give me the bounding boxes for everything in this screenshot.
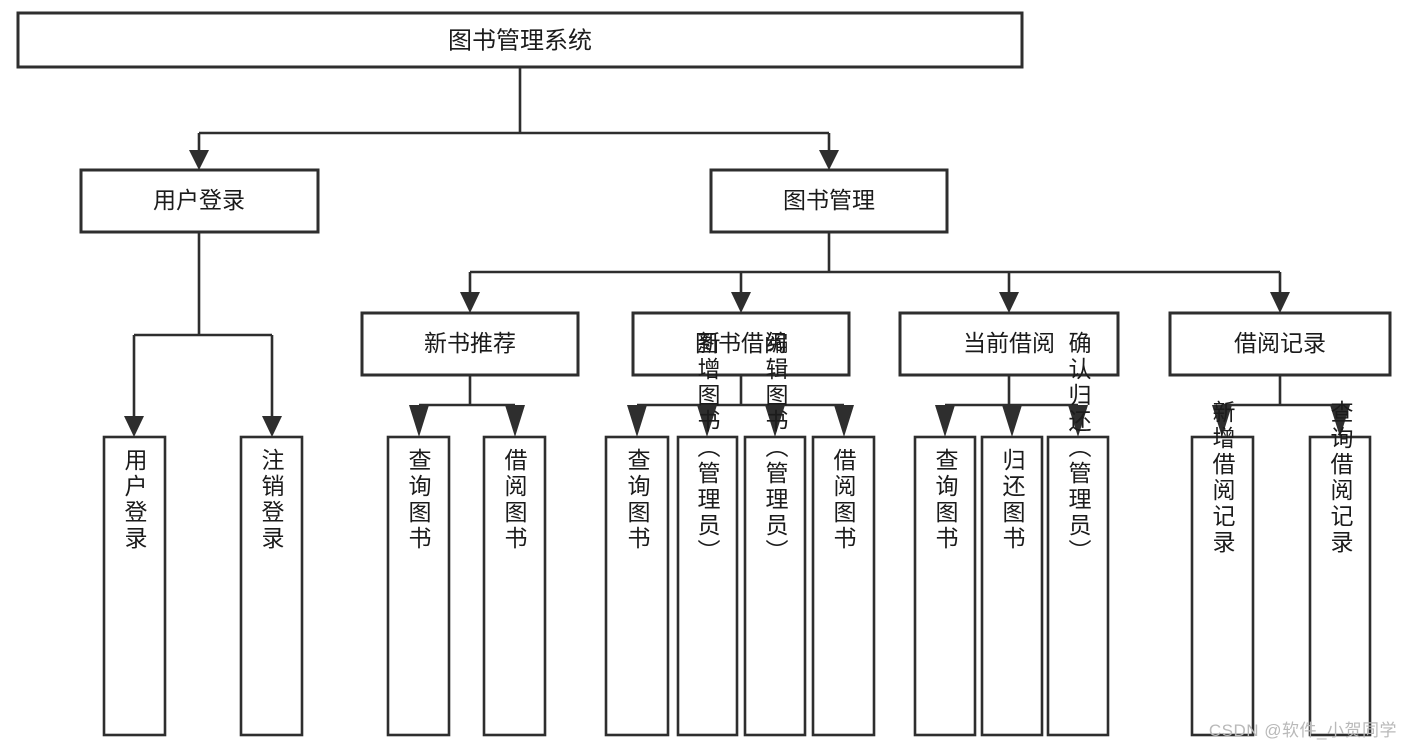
node-borrow-record[interactable]: 借阅记录: [1168, 311, 1392, 377]
connector-layer: [124, 67, 1350, 437]
book-borrow-box[interactable]: [631, 311, 851, 377]
arrow-to-book-borrow: [731, 292, 751, 313]
arrow-to-leaf-borrow-book-2: [834, 405, 854, 437]
arrow-to-leaf-confirm-return: [1068, 405, 1088, 437]
leaf-query-book-newbook-box[interactable]: [386, 435, 451, 737]
arrow-to-leaf-add-book: [697, 405, 717, 437]
leaf-confirm-return-admin-box[interactable]: [1046, 435, 1110, 737]
user-login-module-box[interactable]: [79, 168, 320, 234]
node-root-system[interactable]: 图书管理系统: [16, 11, 1024, 69]
new-book-recommend-label: 新书推荐: [424, 330, 516, 356]
node-leaf-confirm-return-admin[interactable]: 确认归还（管理员）: [1046, 331, 1110, 737]
leaf-add-book-admin-label: 新增图书（管理员）: [694, 331, 721, 565]
node-leaf-query-book-borrow[interactable]: 查询图书: [604, 435, 670, 737]
leaf-query-book-current-label: 查询图书: [932, 448, 959, 552]
leaf-borrow-book-borrow-box[interactable]: [811, 435, 876, 737]
node-book-management-module[interactable]: 图书管理: [709, 168, 949, 234]
leaf-query-book-newbook-label: 查询图书: [405, 448, 432, 552]
leaf-query-book-current-box[interactable]: [913, 435, 977, 737]
current-borrow-label: 当前借阅: [963, 330, 1055, 356]
arrow-to-leaf-edit-book: [765, 405, 785, 437]
arrow-to-current-borrow: [999, 292, 1019, 313]
node-leaf-query-book-current[interactable]: 查询图书: [913, 435, 977, 737]
leaf-add-borrow-record-label: 新增借阅记录: [1209, 400, 1236, 556]
leaf-logout-login-label: 注销登录: [258, 448, 285, 552]
new-book-recommend-box[interactable]: [360, 311, 580, 377]
book-management-module-box[interactable]: [709, 168, 949, 234]
borrow-record-label: 借阅记录: [1234, 330, 1326, 356]
leaf-logout-login-box[interactable]: [239, 435, 304, 737]
node-leaf-return-book[interactable]: 归还图书: [980, 435, 1044, 737]
node-current-borrow[interactable]: 当前借阅: [898, 311, 1120, 377]
borrow-record-box[interactable]: [1168, 311, 1392, 377]
node-user-login-module[interactable]: 用户登录: [79, 168, 320, 234]
arrow-to-book-management: [819, 150, 839, 170]
leaf-edit-book-admin-box[interactable]: [743, 435, 807, 737]
leaf-borrow-book-newbook-label: 借阅图书: [501, 448, 528, 552]
node-leaf-user-login[interactable]: 用户登录: [102, 435, 167, 737]
user-login-module-label: 用户登录: [153, 187, 245, 213]
leaf-borrow-book-newbook-box[interactable]: [482, 435, 547, 737]
arrow-to-leaf-query-record: [1330, 405, 1350, 437]
leaf-user-login-box[interactable]: [102, 435, 167, 737]
arrow-to-leaf-logout-login: [262, 416, 282, 437]
arrow-to-borrow-record: [1270, 292, 1290, 313]
leaf-return-book-box[interactable]: [980, 435, 1044, 737]
node-leaf-add-book-admin[interactable]: 新增图书（管理员）: [676, 331, 739, 737]
arrow-to-new-book-recommend: [460, 292, 480, 313]
leaf-query-borrow-record-box[interactable]: [1308, 435, 1372, 737]
arrow-to-leaf-borrow-book-1: [505, 405, 525, 437]
leaf-edit-book-admin-label: 编辑图书（管理员）: [762, 331, 789, 565]
arrow-to-leaf-user-login: [124, 416, 144, 437]
book-borrow-label: 图书借阅: [695, 330, 787, 356]
current-borrow-box[interactable]: [898, 311, 1120, 377]
leaf-add-book-admin-box[interactable]: [676, 435, 739, 737]
leaf-confirm-return-admin-label: 确认归还（管理员）: [1065, 331, 1092, 565]
csdn-watermark: CSDN @软件_小贺同学: [1208, 721, 1397, 740]
leaf-query-borrow-record-label: 查询借阅记录: [1327, 400, 1354, 556]
node-book-borrow[interactable]: 图书借阅: [631, 311, 851, 377]
leaf-borrow-book-borrow-label: 借阅图书: [830, 448, 857, 552]
arrow-to-leaf-query-book-2: [627, 405, 647, 437]
leaf-return-book-label: 归还图书: [999, 448, 1026, 552]
arrow-to-leaf-query-book-3: [935, 405, 955, 437]
leaf-user-login-label: 用户登录: [121, 448, 148, 552]
arrow-to-leaf-return-book: [1002, 405, 1022, 437]
node-leaf-borrow-book-newbook[interactable]: 借阅图书: [482, 435, 547, 737]
root-node-box[interactable]: [16, 11, 1024, 69]
node-new-book-recommend[interactable]: 新书推荐: [360, 311, 580, 377]
node-leaf-query-borrow-record[interactable]: 查询借阅记录: [1308, 400, 1372, 737]
leaf-query-book-borrow-box[interactable]: [604, 435, 670, 737]
node-leaf-query-book-newbook[interactable]: 查询图书: [386, 435, 451, 737]
arrow-to-user-login: [189, 150, 209, 170]
arrow-to-leaf-query-book-1: [409, 405, 429, 437]
leaf-add-borrow-record-box[interactable]: [1190, 435, 1255, 737]
node-leaf-add-borrow-record[interactable]: 新增借阅记录: [1190, 400, 1255, 737]
root-node-label: 图书管理系统: [448, 27, 592, 54]
leaf-query-book-borrow-label: 查询图书: [624, 448, 651, 552]
arrow-to-leaf-add-record: [1212, 405, 1232, 437]
node-leaf-edit-book-admin[interactable]: 编辑图书（管理员）: [743, 331, 807, 737]
book-management-module-label: 图书管理: [783, 187, 875, 213]
node-leaf-logout-login[interactable]: 注销登录: [239, 435, 304, 737]
node-leaf-borrow-book-borrow[interactable]: 借阅图书: [811, 435, 876, 737]
